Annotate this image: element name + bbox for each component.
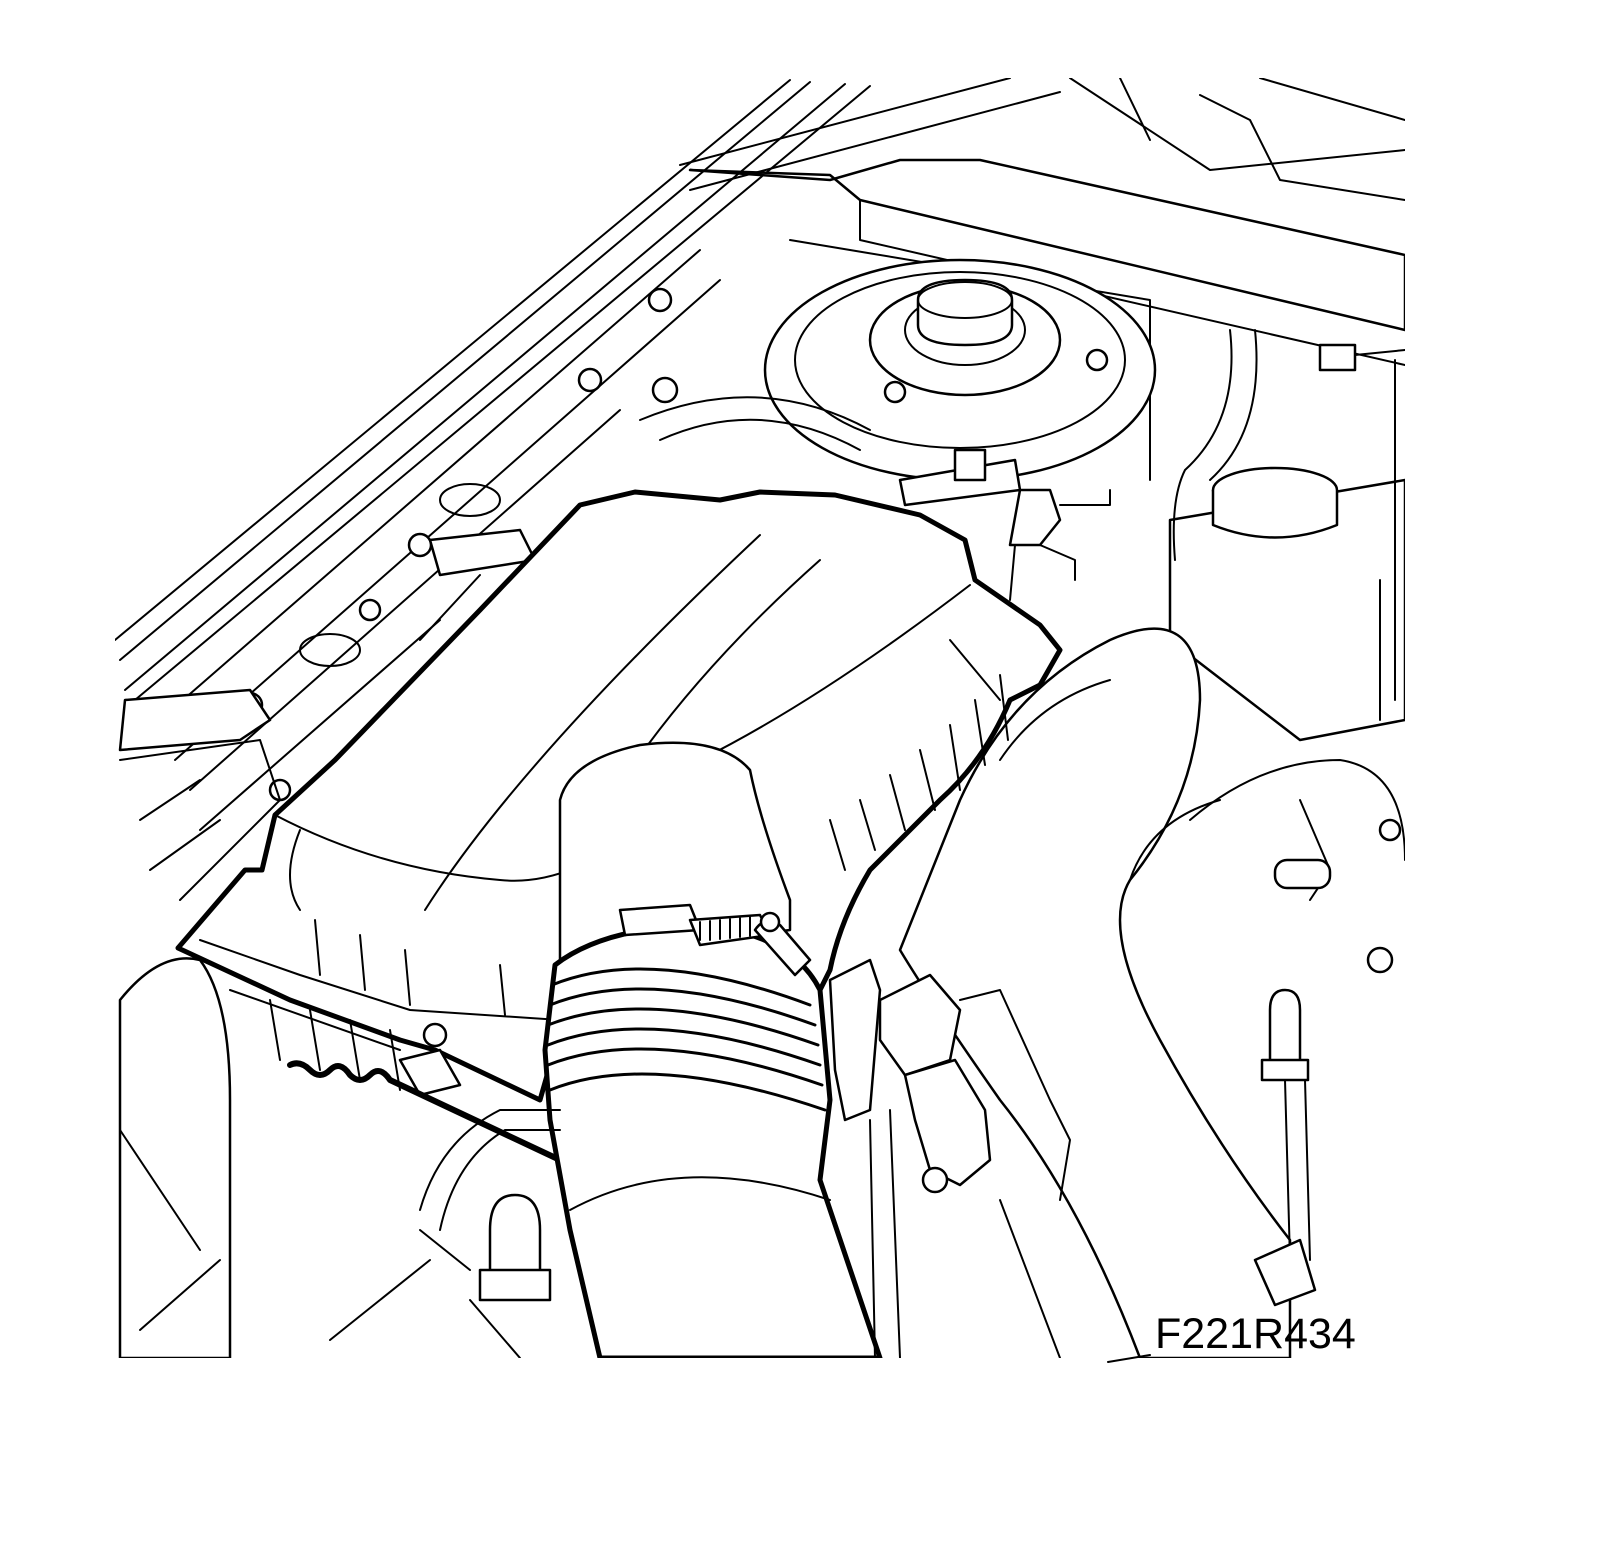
strut-tower-mount (763, 258, 1157, 482)
coolant-reservoir (1168, 329, 1405, 742)
breather-pipe (329, 1109, 561, 1358)
cowl-panel (679, 78, 1405, 481)
left-bracket (118, 528, 537, 901)
vacuum-hoses (639, 396, 1111, 601)
engine-components-right (1189, 759, 1405, 1307)
housing-gasket (287, 1060, 563, 1163)
figure-code-label: F221R434 (1155, 1310, 1356, 1358)
left-foreground-pipe (118, 957, 232, 1358)
intake-duct-large (898, 627, 1292, 1358)
intake-hose (542, 741, 883, 1358)
maf-sensor-connector (828, 958, 1071, 1358)
label-underline (1107, 1354, 1151, 1363)
